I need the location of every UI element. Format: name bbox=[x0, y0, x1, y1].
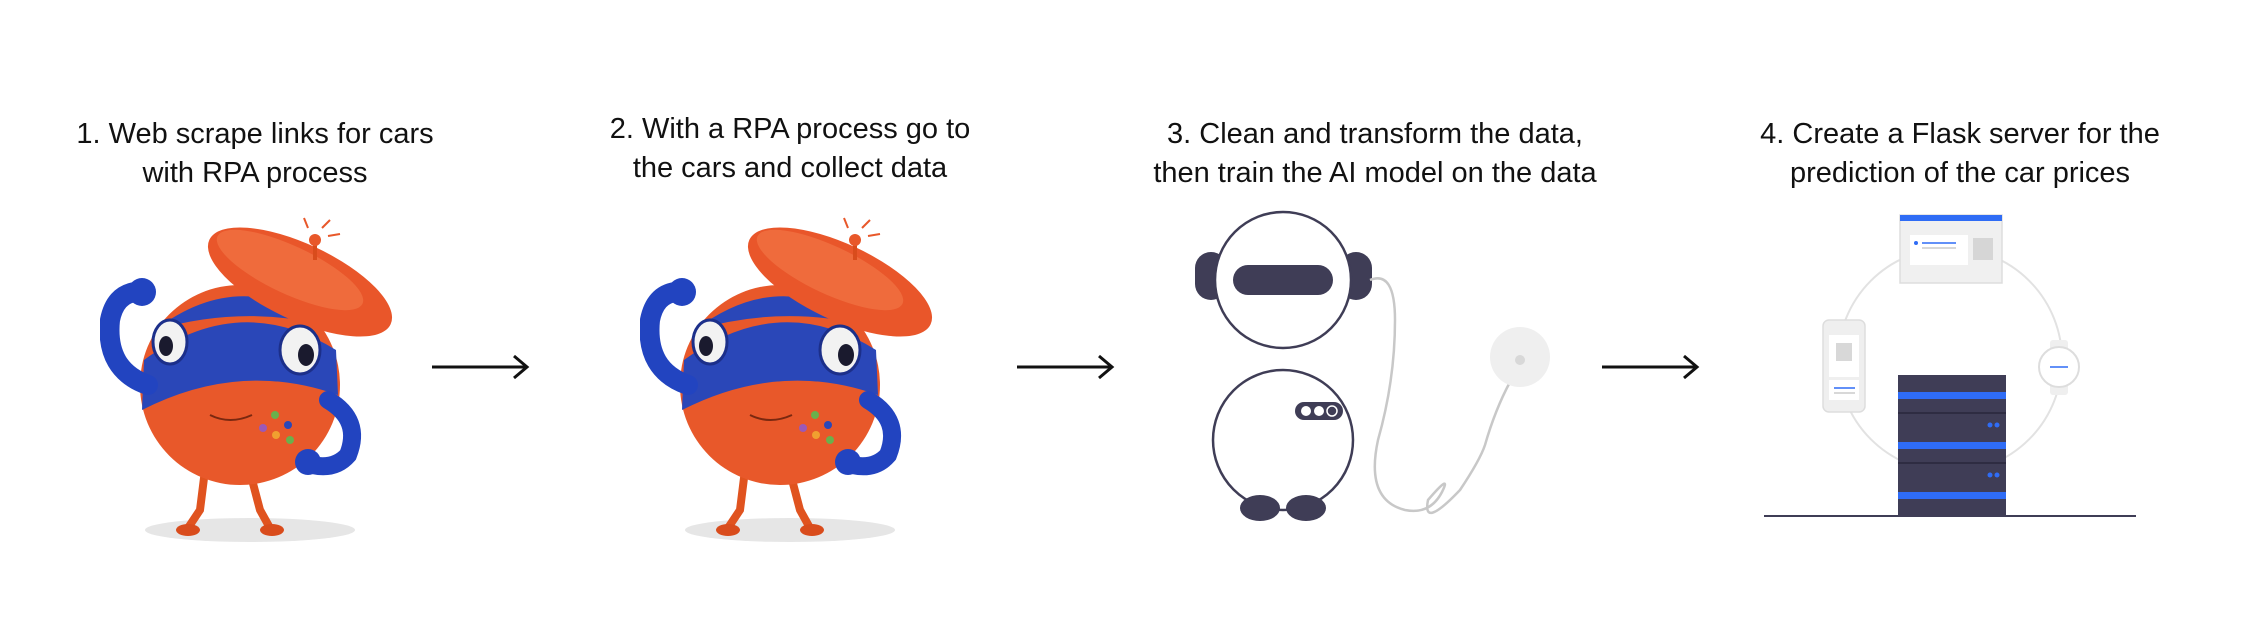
step-3-title-line-1: 3. Clean and transform the data, bbox=[1105, 115, 1645, 154]
mascot-left-arm bbox=[640, 282, 698, 395]
mascot-left-leg bbox=[724, 466, 749, 532]
mascot-smile bbox=[209, 414, 253, 421]
step-1-title-line-2: with RPA process bbox=[142, 157, 368, 189]
mascot-left-pupil bbox=[699, 336, 713, 356]
mascot-right-leg bbox=[786, 468, 814, 532]
mascot-button-2 bbox=[824, 421, 832, 429]
step-2-title-line-2: the cars and collect data bbox=[632, 152, 948, 184]
mascot-right-foot bbox=[800, 524, 824, 536]
step-3-line-1-text: Clean and transform the data, bbox=[1199, 118, 1583, 150]
mascot-shadow bbox=[145, 518, 355, 542]
mascot-button-1 bbox=[811, 411, 819, 419]
step-1-number: 1. bbox=[76, 118, 101, 150]
server-rack-icon bbox=[1764, 214, 2136, 517]
mascot-button-3 bbox=[812, 431, 820, 439]
step-4-number: 4. bbox=[1760, 118, 1785, 150]
mascot-antenna-tip bbox=[309, 234, 321, 246]
mascot-dish-hat-highlight bbox=[216, 229, 364, 311]
mascot-right-hand bbox=[295, 449, 321, 475]
server-rack-unit-3 bbox=[1898, 492, 2006, 499]
mascot-shadow bbox=[685, 518, 895, 542]
ai-robot-left-foot bbox=[1240, 495, 1280, 521]
step-2-line-1-text: With a RPA process go to bbox=[641, 113, 971, 145]
ai-robot-icon bbox=[1195, 210, 1550, 521]
mascot-right-leg bbox=[246, 468, 274, 532]
mascot-button-4 bbox=[826, 436, 834, 444]
step-3-number: 3. bbox=[1167, 118, 1192, 150]
rpa-robot-mascot-icon bbox=[100, 217, 393, 542]
server-browser-header bbox=[1900, 215, 2002, 221]
mascot-button-1 bbox=[271, 411, 279, 419]
step-4-title: 4. Create a Flask server for the predict… bbox=[1720, 115, 2200, 193]
rpa-robot-mascot-icon bbox=[640, 217, 933, 542]
mascot-right-hand bbox=[835, 449, 861, 475]
ai-robot-body bbox=[1211, 368, 1355, 512]
mascot-left-hand bbox=[128, 278, 156, 306]
step-4-line-1-text: Create a Flask server for the bbox=[1792, 118, 2160, 150]
step-1-line-1-text: Web scrape links for cars bbox=[108, 118, 434, 150]
mascot-right-arm bbox=[843, 391, 901, 476]
mascot-smile bbox=[749, 414, 793, 421]
step-3-title-line-2: then train the AI model on the data bbox=[1153, 157, 1597, 189]
arrow-right-icon bbox=[1017, 354, 1115, 380]
mascot-left-pupil bbox=[159, 336, 173, 356]
mascot-right-arm bbox=[303, 391, 361, 476]
step-2-title-line-1: 2. With a RPA process go to bbox=[580, 110, 1000, 149]
mascot-left-foot bbox=[716, 524, 740, 536]
mascot-left-arm bbox=[100, 282, 158, 395]
mascot-right-pupil bbox=[298, 344, 314, 366]
arrow-right-icon bbox=[432, 354, 530, 380]
ai-robot-right-foot bbox=[1286, 495, 1326, 521]
ai-robot-plug-socket bbox=[1515, 355, 1525, 365]
mascot-left-foot bbox=[176, 524, 200, 536]
mascot-button-5 bbox=[799, 424, 807, 432]
mascot-right-pupil bbox=[838, 344, 854, 366]
step-4-title-line-1: 4. Create a Flask server for the bbox=[1720, 115, 2200, 154]
mascot-left-leg bbox=[184, 466, 209, 532]
step-1-title-line-1: 1. Web scrape links for cars bbox=[40, 115, 470, 154]
step-3-title: 3. Clean and transform the data, then tr… bbox=[1105, 115, 1645, 193]
step-2-title: 2. With a RPA process go to the cars and… bbox=[580, 110, 1000, 188]
server-rack-unit-1 bbox=[1898, 392, 2006, 399]
mascot-dish-hat-highlight bbox=[756, 229, 904, 311]
ai-robot-visor bbox=[1233, 265, 1333, 295]
step-1-title: 1. Web scrape links for cars with RPA pr… bbox=[40, 115, 470, 193]
mascot-right-foot bbox=[260, 524, 284, 536]
mascot-button-4 bbox=[286, 436, 294, 444]
mascot-button-5 bbox=[259, 424, 267, 432]
step-2-number: 2. bbox=[609, 113, 634, 145]
arrow-right-icon bbox=[1602, 354, 1700, 380]
mascot-antenna-tip bbox=[849, 234, 861, 246]
mascot-button-2 bbox=[284, 421, 292, 429]
ai-robot-cable bbox=[1369, 277, 1512, 515]
mascot-left-hand bbox=[668, 278, 696, 306]
server-rack-unit-2 bbox=[1898, 442, 2006, 449]
mascot-button-3 bbox=[272, 431, 280, 439]
step-4-title-line-2: prediction of the car prices bbox=[1789, 157, 2131, 189]
